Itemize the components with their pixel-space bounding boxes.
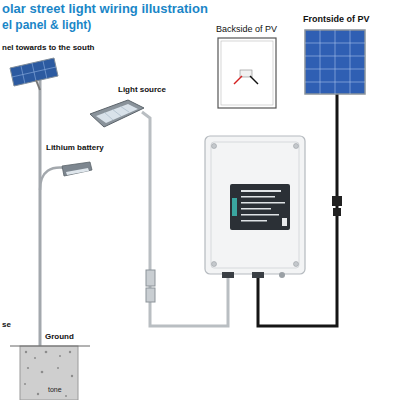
part-label: Ground	[45, 332, 74, 341]
controller-label	[230, 184, 290, 230]
part-label: nel towards to the south	[2, 43, 94, 52]
part-label: se	[2, 320, 11, 329]
cable-connector	[146, 270, 155, 286]
part-label: Light source	[118, 85, 166, 94]
controller	[205, 136, 305, 274]
pv-frontside	[305, 30, 365, 94]
light-source	[90, 100, 144, 127]
part-label: Backside of PV	[216, 24, 277, 34]
concrete-base	[20, 346, 78, 400]
part-label: Frontside of PV	[303, 14, 370, 24]
ground-line	[10, 346, 90, 347]
pole	[39, 72, 42, 346]
subtitle: el panel & light)	[2, 19, 91, 33]
diagram-title: olar street light wiring illustration	[2, 2, 208, 17]
pv-backside	[218, 38, 276, 108]
pole-lamp	[62, 162, 92, 176]
pole-solar-panel	[10, 58, 58, 86]
part-label: Lithium battery	[46, 143, 104, 152]
lamp-arm	[40, 168, 66, 190]
part-label: tone	[48, 386, 62, 394]
pv-connector	[332, 196, 342, 206]
